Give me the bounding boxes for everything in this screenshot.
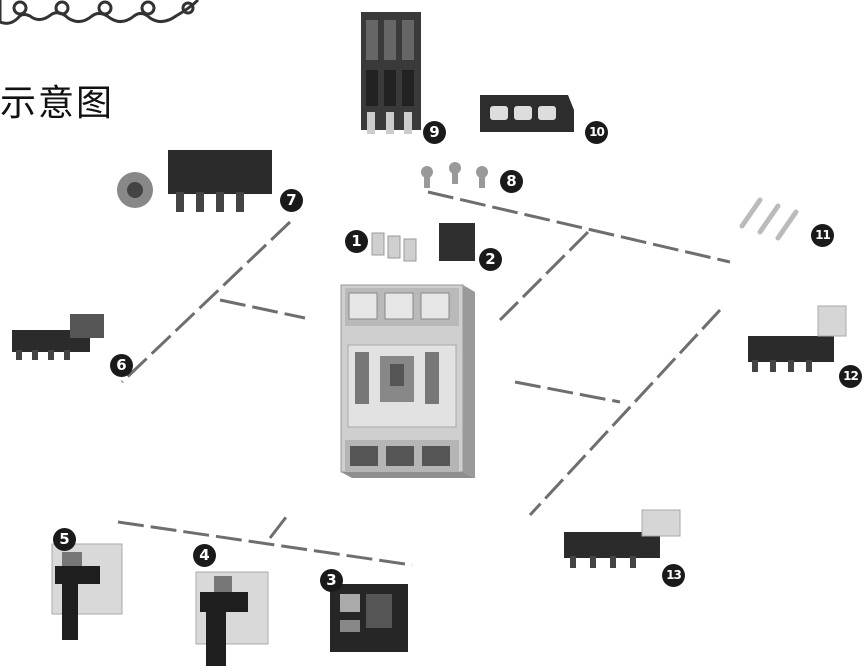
part-10-terminal-cover [480,95,574,132]
callout-8: 8 [500,170,523,193]
terminal-strip-decoration [0,0,198,23]
line-4-up [270,512,290,538]
callout-9: 9 [423,121,446,144]
part-8-screws [421,162,488,188]
line-7-6-branch [220,300,305,318]
line-7-6 [122,222,290,382]
callout-5: 5 [53,528,76,551]
part-6-rear-terminals [12,314,104,360]
part-3-operating-handle [330,584,408,652]
part-5-rotary-handle [52,544,122,640]
part-9-shutter-module [361,12,421,134]
part-4-rotary-handle [196,572,268,666]
part-12-terminal-bar [748,306,846,372]
part-11-pins [742,200,796,238]
line-12-branch [515,382,620,402]
line-3-5 [118,522,412,565]
part-13-terminal-bar [564,510,680,568]
callout-13: 13 [662,564,685,587]
main-circuit-breaker [341,285,475,478]
callout-11: 11 [811,224,834,247]
callout-3: 3 [320,569,343,592]
part-1-auxiliary-contacts [372,233,416,261]
line-8-down [500,232,588,320]
part-7-motor-operator [117,150,272,212]
callout-12: 12 [839,365,862,388]
part-2-shunt-release [439,223,475,261]
callout-2: 2 [479,248,502,271]
line-12-13 [530,310,720,515]
callout-6: 6 [110,354,133,377]
callout-1: 1 [345,230,368,253]
callout-7: 7 [280,189,303,212]
callout-4: 4 [193,544,216,567]
callout-10: 10 [585,121,608,144]
